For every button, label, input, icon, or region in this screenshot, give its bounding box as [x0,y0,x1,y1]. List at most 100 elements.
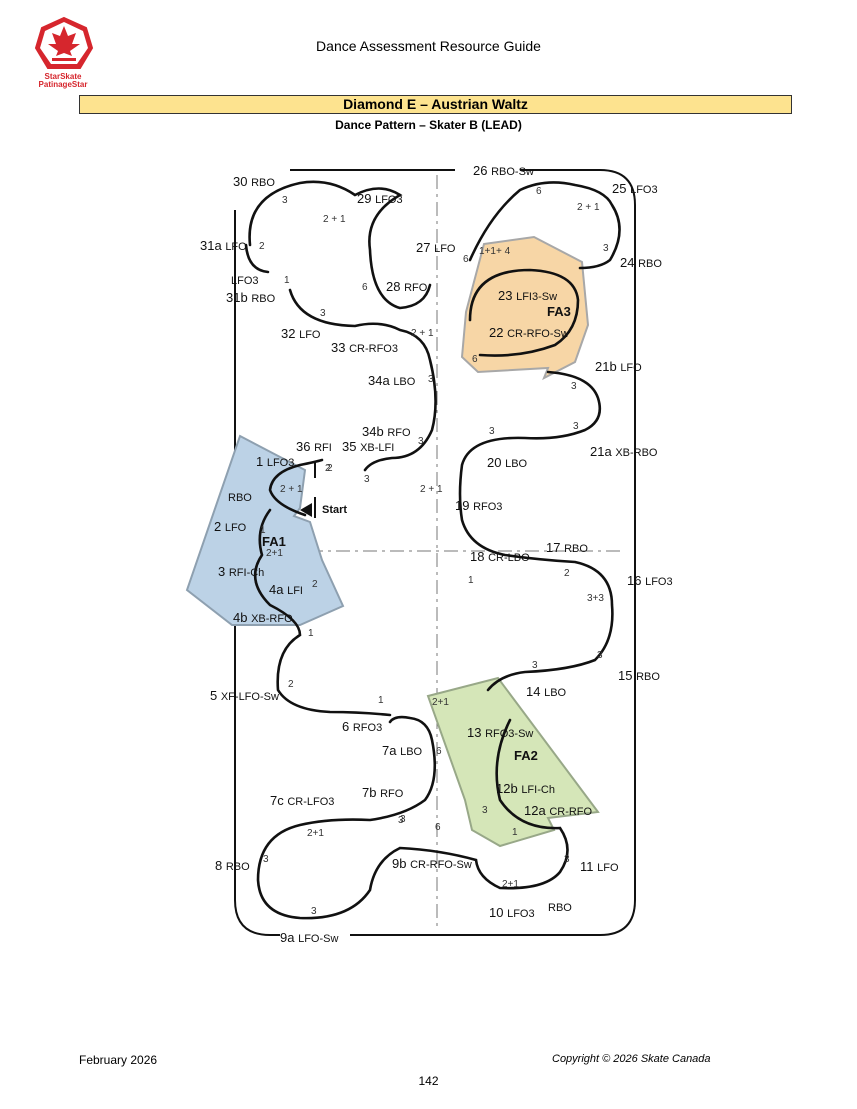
step-label: 25 LFO3 [612,181,658,196]
step-name: CR-LFO3 [287,796,334,808]
step-label: 18 CR-LBO [470,549,530,564]
count-label: 6 [435,822,441,833]
count-label: 3 [603,243,609,254]
step-label: 5 XF-LFO-Sw [210,688,279,703]
count-label: 2 [259,241,265,252]
step-label: 6 RFO3 [342,719,382,734]
step-number: 16 [627,573,645,588]
count-label: 3 [398,815,404,826]
fa2-area [426,676,600,848]
step-number: 4b [233,610,251,625]
step-label: 27 LFO [416,240,456,255]
step-label: 7c CR-LFO3 [270,793,334,808]
step-label: 9a LFO-Sw [280,930,338,945]
step-name: XF-LFO-Sw [221,691,279,703]
footer-date: February 2026 [79,1053,158,1067]
count-label: 6 [536,186,542,197]
step-number: 34b [362,424,387,439]
rink-outline [234,169,636,936]
step-number: 20 [487,455,505,470]
pattern-traces [244,180,621,920]
step-number: 6 [342,719,353,734]
count-label: 2+1 [502,879,519,890]
step-name: LFO [597,862,619,874]
count-label: 3 [482,805,488,816]
count-label: 1 [260,525,266,536]
step-label: 1 LFO3 [256,454,294,469]
count-label: 2 + 1 [577,202,600,213]
step-number: 30 [233,174,251,189]
step-label: 12a CR-RFO [524,803,593,818]
step-number: 7b [362,785,380,800]
step-label: 10 LFO3 [489,905,535,920]
step-name: LFO3 [630,184,658,196]
step-name: LFO [620,362,642,374]
step-number: 24 [620,255,638,270]
step-label: 14 LBO [526,684,567,699]
step-label: 15 RBO [618,668,660,683]
count-label: 3+3 [587,593,604,604]
count-label: 3 [364,474,370,485]
step-name: XB-RFO [251,613,293,625]
step-label: 17 RBO [546,540,588,555]
step-number: 9b [392,856,410,871]
step-number: 19 [455,498,473,513]
count-label: 3 [428,374,434,385]
step-label: 3 RFI-Ch [218,564,264,579]
step-name: RBO-Sw [491,166,534,178]
step-label: 19 RFO3 [455,498,502,513]
step-label: 2 LFO [214,519,247,534]
step-name: RFO3-Sw [485,728,533,740]
page-header-title: Dance Assessment Resource Guide [316,38,541,54]
step-number: 15 [618,668,636,683]
step-name: LFO3 [507,908,535,920]
step-label: 7a LBO [382,743,423,758]
fa1-label: FA1 [262,534,286,549]
count-label: 3 [489,426,495,437]
step-label: 34a LBO [368,373,416,388]
step-number: 13 [467,725,485,740]
count-label: 1 [308,628,314,639]
step-number: 10 [489,905,507,920]
step-name: LBO [544,687,566,699]
step-name: RBO [638,258,662,270]
step-label: 36 RFI [296,439,332,454]
step-number: 2 [214,519,225,534]
step-number: 22 [489,325,507,340]
count-label: 2+1 [307,828,324,839]
step-number: 32 [281,326,299,341]
step-label: 21a XB-RBO [590,444,658,459]
step-label: 35 XB-LFI [342,439,394,454]
step-number: 23 [498,288,516,303]
count-label: 3 [311,906,317,917]
step-name: LFO3 [375,194,403,206]
step-number: 31a [200,238,225,253]
step-number: 7a [382,743,400,758]
step-name: XB-RBO [615,447,658,459]
step-name: XB-LFI [360,442,394,454]
count-label: 1 [284,275,290,286]
step-label: 16 LFO3 [627,573,673,588]
step-number: 9a [280,930,298,945]
step-name: CR-RFO-Sw [410,859,472,871]
step-number: 21b [595,359,620,374]
step-label: 28 RFO [386,279,428,294]
count-label: 6 [436,746,442,757]
step-number: 29 [357,191,375,206]
step-name: LFO3 [645,576,673,588]
step-name: CR-RFO-Sw [507,328,569,340]
count-label: 2 [564,568,570,579]
step-number: 31b [226,290,251,305]
step-name: LFI [287,585,303,597]
step-number: 8 [215,858,226,873]
step-number: 34a [368,373,393,388]
count-label: 2 [312,579,318,590]
step-label: 11 LFO [580,859,619,874]
count-label: 3 [597,650,603,661]
count-label: 3 [573,421,579,432]
step-number: 33 [331,340,349,355]
count-label: 2 [327,463,333,474]
count-label: 2 + 1 [411,328,434,339]
count-label: 2 + 1 [280,484,303,495]
